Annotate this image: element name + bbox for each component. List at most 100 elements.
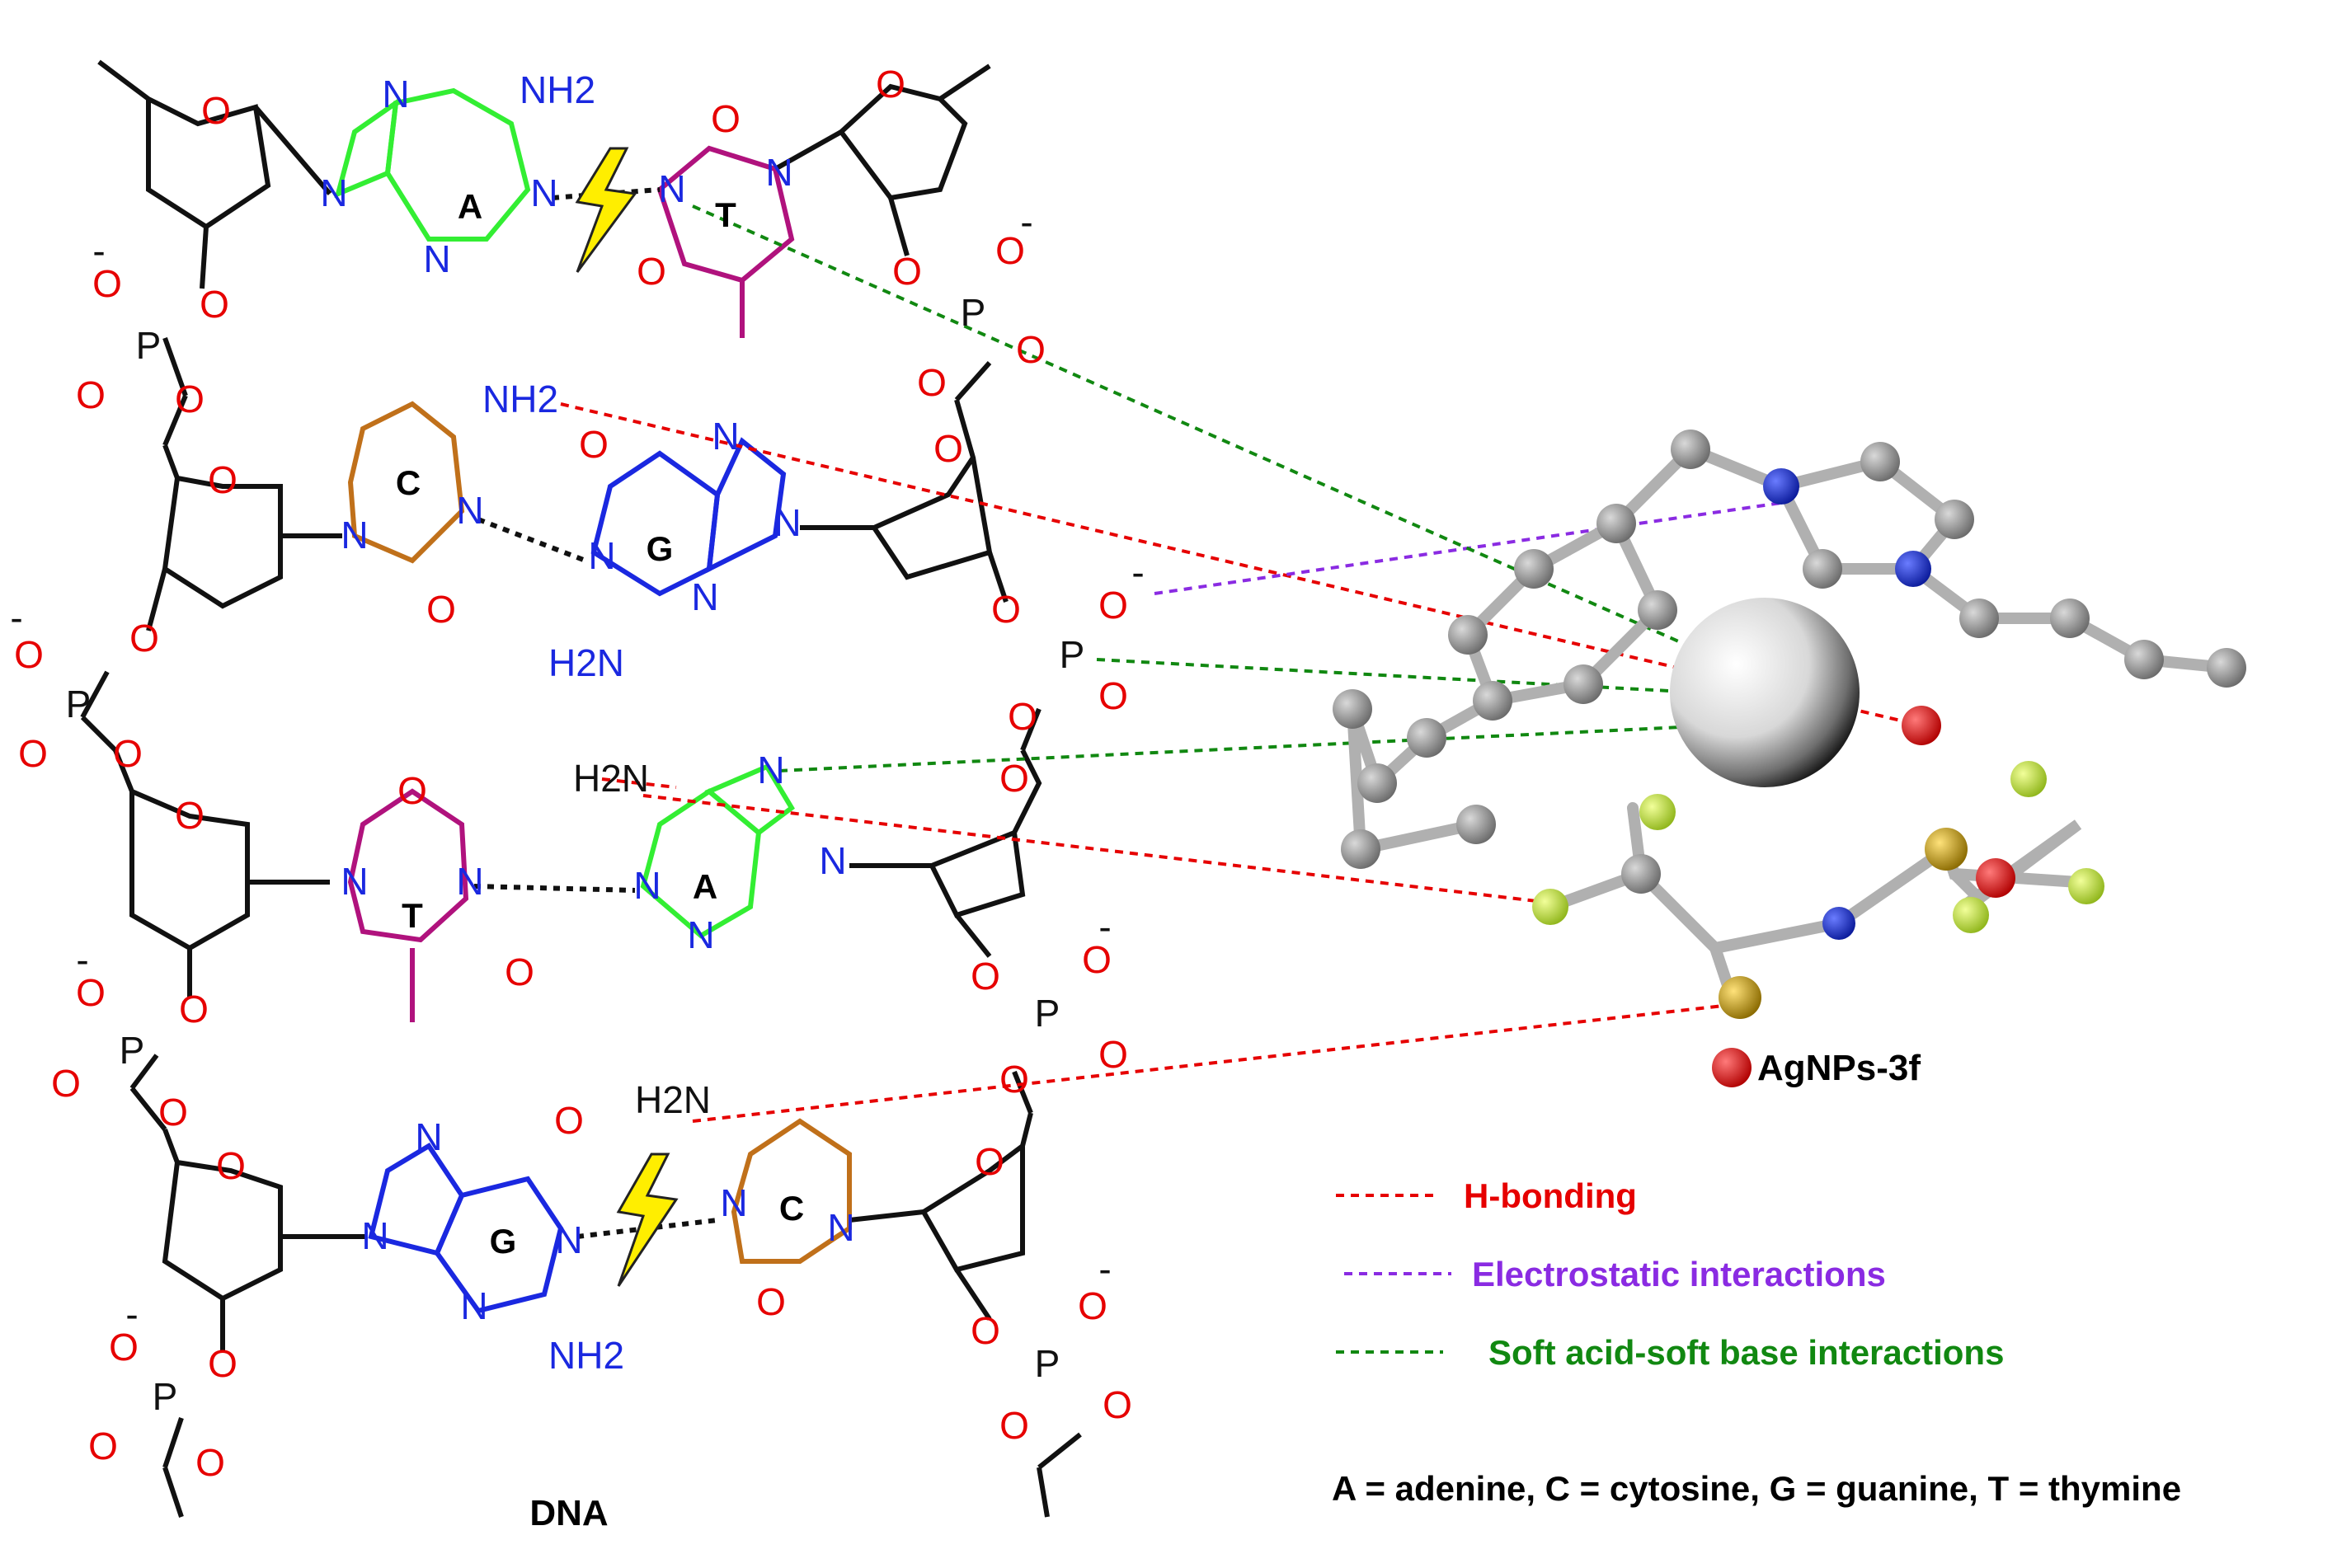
atom-n: N xyxy=(720,1181,747,1224)
legend: H-bonding Electrostatic interactions Sof… xyxy=(1336,1176,2004,1372)
atom-o: O xyxy=(579,423,609,466)
amino-label: H2N xyxy=(573,757,649,800)
guanine-base-4 xyxy=(368,1142,564,1314)
base-letter-t: T xyxy=(402,896,423,935)
atom-p: P xyxy=(1035,1342,1060,1385)
soft-acid-base-lines xyxy=(692,204,1716,772)
atom-o: O xyxy=(971,955,1000,998)
atom-o: O xyxy=(14,633,44,676)
atom-n: N xyxy=(633,864,661,907)
silver-nanoparticle xyxy=(1670,598,1860,787)
atom-o: O xyxy=(175,794,205,837)
minus-charge: - xyxy=(1098,1247,1111,1290)
amino-groups: NH2 NH2 H2N H2N H2N NH2 xyxy=(482,68,711,1377)
legend-item-softacid: Soft acid-soft base interactions xyxy=(1336,1333,2004,1372)
minus-charge: - xyxy=(10,596,22,639)
atom-n: N xyxy=(341,514,368,556)
atom-o: O xyxy=(76,373,106,416)
atom-o: O xyxy=(179,988,209,1030)
minus-charge: - xyxy=(76,938,88,981)
atom-o: O xyxy=(158,1091,188,1134)
amino-label: NH2 xyxy=(482,378,558,420)
atom-n: N xyxy=(456,860,483,903)
atom-n: N xyxy=(658,167,685,210)
atom-o: O xyxy=(554,1099,584,1142)
atom-n: N xyxy=(687,913,714,956)
atom-n: N xyxy=(555,1218,582,1261)
atom-o: O xyxy=(999,1404,1029,1447)
legend-item-electrostatic: Electrostatic interactions xyxy=(1344,1255,1886,1293)
left-backbone xyxy=(80,59,367,1518)
atom-n: N xyxy=(320,171,347,214)
atom-o: O xyxy=(201,89,231,132)
atom-o: O xyxy=(129,617,159,660)
minus-charge: - xyxy=(92,229,105,272)
atom-p: P xyxy=(153,1375,178,1418)
cytosine-base-2 xyxy=(347,401,465,564)
base-letter-g: G xyxy=(647,529,674,568)
atom-o: O xyxy=(200,283,229,326)
atom-o: O xyxy=(711,97,741,140)
thymine-base-3 xyxy=(347,788,469,1022)
atom-o: O xyxy=(113,732,143,775)
oxygen-balls xyxy=(1712,706,2015,1087)
atom-o: O xyxy=(1098,1033,1128,1076)
legend-label-hbond: H-bonding xyxy=(1464,1176,1637,1215)
guanine-base-2 xyxy=(590,437,787,597)
base-letter-a: A xyxy=(458,187,482,226)
lightning-bolt-icon xyxy=(575,147,637,273)
atom-o: O xyxy=(51,1062,81,1105)
atom-n: N xyxy=(827,1206,854,1249)
atom-n: N xyxy=(819,839,846,882)
amino-label: H2N xyxy=(635,1078,711,1121)
atom-p: P xyxy=(1060,633,1085,676)
atom-p: P xyxy=(136,324,162,367)
amino-label: H2N xyxy=(548,641,624,684)
atom-n: N xyxy=(415,1115,442,1158)
atom-o: O xyxy=(637,250,666,293)
atom-n: N xyxy=(341,860,368,903)
lightning-bolt-icon xyxy=(616,1153,679,1287)
base-letter-g: G xyxy=(490,1222,517,1261)
phosphorus-atoms: P P P P P P P P xyxy=(66,291,1085,1418)
atom-o: O xyxy=(426,588,456,631)
right-backbone xyxy=(774,63,1082,1518)
minus-charge: - xyxy=(125,1293,138,1336)
atom-o: O xyxy=(1082,938,1112,981)
atom-n: N xyxy=(757,749,784,791)
atom-n: N xyxy=(460,1284,487,1327)
atom-o: O xyxy=(995,229,1025,272)
atom-o: O xyxy=(892,250,922,293)
atom-p: P xyxy=(66,683,92,725)
base-letter-c: C xyxy=(396,463,421,502)
atom-o: O xyxy=(76,971,106,1014)
atom-o: O xyxy=(1103,1383,1132,1426)
atom-o: O xyxy=(88,1425,118,1467)
minus-charge: - xyxy=(1131,551,1144,594)
atom-n: N xyxy=(382,73,409,115)
minus-charge: - xyxy=(1020,200,1032,243)
minus-charge: - xyxy=(1098,905,1111,948)
atom-o: O xyxy=(208,458,237,501)
atom-n: N xyxy=(530,171,557,214)
atom-o: O xyxy=(1016,328,1046,371)
atom-o: O xyxy=(917,361,947,404)
atom-o: O xyxy=(175,378,205,420)
atom-n: N xyxy=(765,151,792,194)
atom-p: P xyxy=(120,1029,145,1072)
agnps-3f-model xyxy=(1333,430,2246,1087)
thymine-base-1 xyxy=(656,145,795,338)
atom-o: O xyxy=(999,1058,1029,1101)
legend-item-hbond: H-bonding xyxy=(1336,1176,1637,1215)
amino-label: NH2 xyxy=(520,68,595,111)
atom-o: O xyxy=(18,732,48,775)
base-letter-c: C xyxy=(779,1189,804,1228)
atom-o: O xyxy=(216,1144,246,1187)
atom-n: N xyxy=(456,489,483,532)
atom-n: N xyxy=(691,575,718,618)
atom-o: O xyxy=(999,757,1029,800)
atom-o: O xyxy=(975,1140,1004,1183)
atom-o: O xyxy=(876,63,905,106)
